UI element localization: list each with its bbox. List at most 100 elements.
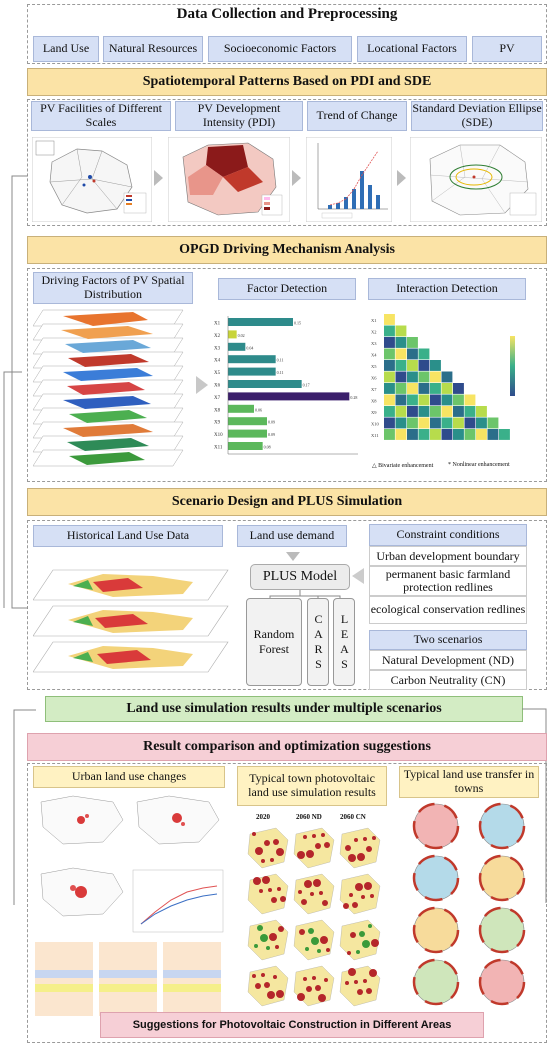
town-patch: [261, 973, 265, 977]
town-patch: [368, 924, 372, 928]
arrow-icon: [196, 376, 208, 394]
town-col-2060cn: 2060 CN: [340, 813, 366, 821]
interaction-cell: [430, 383, 441, 394]
factor-value-label: 0.09: [268, 420, 275, 425]
panel-interaction-detection: Interaction Detection: [368, 278, 526, 300]
interaction-cell: [395, 417, 407, 429]
section2-title: Spatiotemporal Patterns Based on PDI and…: [27, 68, 547, 96]
town-patch: [366, 846, 372, 852]
factor-bar: [228, 404, 254, 413]
interaction-cell: [418, 383, 430, 394]
interaction-tick-label: X3: [371, 341, 377, 346]
town-patch: [315, 843, 321, 849]
factor-bar: [228, 429, 267, 438]
town-patch: [305, 947, 309, 951]
town-patch: [355, 883, 363, 891]
town-patch: [303, 977, 307, 981]
leas-box: LEAS: [333, 598, 355, 686]
interaction-cell: [395, 394, 407, 406]
interaction-cell: [476, 417, 487, 429]
town-map: [247, 827, 289, 869]
interaction-cell: [441, 383, 453, 394]
town-patch: [357, 989, 363, 995]
town-patch: [354, 980, 358, 984]
arrow-icon: [397, 170, 406, 186]
town-patch: [270, 858, 274, 862]
interaction-cell: [464, 406, 476, 417]
town-patch: [277, 887, 281, 891]
town-patch: [276, 990, 284, 998]
feedback-connectors: [3, 175, 36, 905]
town-patch: [320, 936, 328, 944]
interaction-tick-label: X11: [371, 433, 379, 438]
town-map: [339, 965, 381, 1007]
pv-facilities-map: [32, 137, 152, 222]
factor-bar: [228, 318, 293, 326]
plus-model-label: PLUS Model: [262, 569, 338, 584]
factor-tick-label: X11: [214, 446, 223, 451]
interaction-cell: [441, 417, 453, 429]
town-patch: [356, 950, 360, 954]
section2-body: [27, 99, 547, 226]
interaction-cell: [407, 383, 418, 394]
town-patch: [299, 929, 305, 935]
town-patch: [324, 842, 330, 848]
factor-bar: [228, 380, 302, 388]
item-pv: PV: [472, 36, 542, 62]
town-patch: [361, 895, 365, 899]
interaction-cell: [453, 394, 464, 406]
panel-town-simulation: Typical town photovoltaic land use simul…: [237, 766, 387, 806]
factor-tick-label: X5: [214, 371, 221, 376]
interaction-cell: [384, 348, 395, 360]
town-patch: [252, 974, 256, 978]
town-patch: [352, 902, 358, 908]
interaction-cell: [395, 371, 407, 383]
random-forest-line1: Random: [253, 627, 295, 641]
arrow-icon: [292, 170, 301, 186]
town-patch: [306, 850, 314, 858]
town-patch: [362, 940, 370, 948]
factor-bar: [228, 355, 276, 364]
town-patch: [298, 890, 302, 894]
town-patch: [260, 934, 268, 942]
interaction-tick-label: X4: [371, 353, 377, 358]
chord-ring: [412, 958, 460, 1006]
interaction-cell: [407, 371, 418, 383]
factor-bar: [228, 342, 246, 351]
town-patch: [297, 851, 305, 859]
factor-tick-label: X9: [214, 421, 221, 426]
town-patch: [312, 834, 316, 838]
interaction-cell: [407, 429, 418, 440]
interaction-cell: [407, 337, 418, 348]
interaction-cell: [453, 429, 464, 440]
interaction-cell: [384, 360, 395, 371]
factor-bar: [228, 442, 263, 450]
town-patch: [357, 853, 365, 861]
panel-pdi: PV Development Intensity (PDI): [175, 101, 303, 131]
interaction-cell: [384, 383, 395, 394]
historical-land-use-layers: [33, 569, 229, 673]
cars-label: CARS: [311, 612, 326, 672]
section4-body: [27, 520, 547, 690]
panel-factor-detection: Factor Detection: [218, 278, 356, 300]
sde-map: [410, 137, 542, 222]
random-forest-box: Random Forest: [246, 598, 302, 686]
panel-land-use-demand: Land use demand: [237, 525, 347, 547]
factor-tick-label: X8: [214, 408, 221, 413]
factor-value-label: 0.17: [303, 383, 310, 388]
factor-bar: [228, 417, 267, 426]
interaction-cell: [464, 429, 476, 440]
town-patch: [261, 859, 265, 863]
item-natural-resources: Natural Resources: [103, 36, 203, 62]
town-patch: [324, 978, 328, 982]
town-patch: [348, 854, 356, 862]
leas-label: LEAS: [337, 612, 352, 672]
town-patch: [350, 932, 356, 938]
town-patch: [266, 946, 270, 950]
town-patch: [348, 968, 356, 976]
interaction-cell: [464, 394, 476, 406]
town-patch: [371, 939, 379, 947]
interaction-legend-nonlinear: * Nonlinear enhancement: [448, 462, 510, 468]
town-patch: [252, 832, 256, 836]
town-patch: [313, 879, 321, 887]
